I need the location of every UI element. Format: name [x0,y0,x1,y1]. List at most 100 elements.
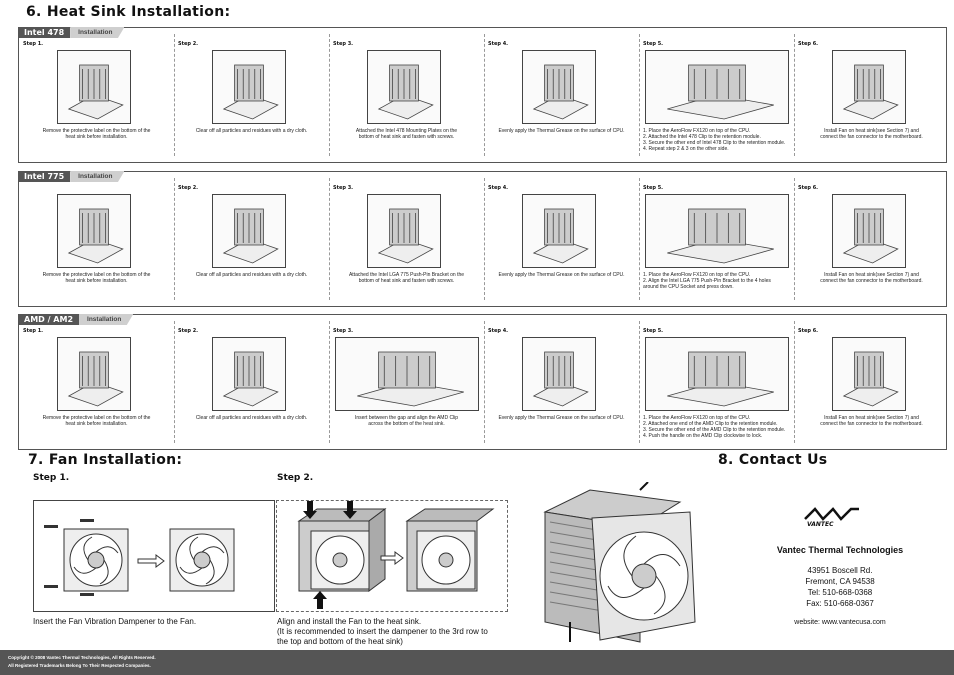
step-column: Step 4.Evenly apply the Thermal Grease o… [484,28,639,162]
step-caption: Evenly apply the Thermal Grease on the s… [498,415,625,421]
step-divider [484,34,485,156]
step-label: Step 6. [798,41,819,47]
step-divider [639,178,640,300]
copyright: Copyright © 2008 Vantec Thermal Technolo… [8,655,156,660]
step-label: Step 1. [23,328,44,334]
step-caption: 1. Place the AeroFlow FX120 on top of th… [643,128,786,152]
step-divider [794,34,795,156]
step-caption: Insert between the gap and align the AMD… [354,415,459,427]
address-line-1: 43951 Boscell Rd. [807,566,873,575]
step-caption: 1. Place the AeroFlow FX120 on top of th… [643,415,786,439]
company-name: Vantec Thermal Technologies [776,545,904,555]
step-illustration [212,194,286,268]
platform-name: AMD / AM2 [18,314,80,325]
step-column: Step 2. Clear off all particles and resid… [174,28,329,162]
step-column: Step 6. Install Fan on heat sink(see Sect… [794,315,949,449]
step-label: Step 1. [23,41,44,47]
installation-tag: Installation [70,171,125,182]
step-label: Step 3. [333,185,354,191]
step-caption: Clear off all particles and residues wit… [195,415,308,421]
assembled-cooler-illustration [530,481,700,652]
step-column: Step 5.1. Place the AeroFlow FX120 on to… [639,315,794,449]
step-column: Step 2.Clear off all particles and resid… [174,315,329,449]
fan-step-2-illustration [276,500,508,612]
step-illustration [645,50,789,124]
trademark-notice: All Registered Trademarks Belong To Thei… [8,663,151,668]
fan-step-2-caption: Align and install the Fan to the heat si… [277,617,488,646]
step-caption: Clear off all particles and residues wit… [195,128,308,134]
step-label: Step 5. [643,41,664,47]
step-label: Step 3. [333,328,354,334]
step-caption: Remove the protective label on the botto… [42,272,151,284]
step-caption: Attached the Intel LGA 775 Push-Pin Brac… [348,272,465,284]
step-divider [329,34,330,156]
fan-step-1-label: Step 1. [33,473,70,483]
website[interactable]: website: www.vantecusa.com [794,619,886,626]
step-illustration [522,194,596,268]
fan-step-1-illustration [33,500,275,612]
step-illustration [57,337,131,411]
step-label: Step 4. [488,185,509,191]
step-column: Step 1. Remove the protective label on th… [19,28,174,162]
step-caption: Remove the protective label on the botto… [42,415,151,427]
footer: Copyright © 2008 Vantec Thermal Technolo… [0,650,954,675]
step-divider [639,321,640,443]
step-label: Step 2. [178,41,199,47]
step-divider [484,321,485,443]
step-illustration [832,194,906,268]
step-divider [174,178,175,300]
step-column: Step 6. Install Fan on heat sink(see Sect… [794,28,949,162]
step-column: Step 3.Attached the Intel 478 Mounting P… [329,28,484,162]
fan-step-2-label: Step 2. [277,473,314,483]
step-divider [174,321,175,443]
step-label: Step 2. [178,185,199,191]
step-divider [794,178,795,300]
step-label: Step 3. [333,41,354,47]
step-column: Step 6.Install Fan on heat sink(see Sect… [794,172,949,306]
step-illustration [367,194,441,268]
step-caption: Install Fan on heat sink(see Section 7) … [820,272,923,284]
step-caption: 1. Place the AeroFlow FX120 on top of th… [643,272,771,290]
step-caption: Remove the protective label on the botto… [42,128,151,140]
step-illustration [57,50,131,124]
step-column: Step 1. Remove the protective label on th… [19,315,174,449]
platform-name: Intel 478 [18,27,71,38]
step-column: Step 2.Clear off all particles and resid… [174,172,329,306]
step-illustration [335,337,479,411]
svg-text:VANTEC: VANTEC [807,521,834,527]
step-illustration [212,337,286,411]
step-column: Remove the protective label on the botto… [19,172,174,306]
fan-step-1-caption: Insert the Fan Vibration Dampener to the… [33,617,197,626]
step-caption: Evenly apply the Thermal Grease on the s… [498,128,625,134]
step-caption: Install Fan on heat sink(see Section 7) … [820,128,923,140]
step-illustration [645,337,789,411]
step-column: Step 5. 1. Place the AeroFlow FX120 on to… [639,172,794,306]
address-line-2: Fremont, CA 94538 [805,577,875,586]
step-column: Step 4. Evenly apply the Thermal Grease o… [484,315,639,449]
vantec-logo: VANTEC [803,505,863,528]
step-label: Step 6. [798,328,819,334]
phone: Tel: 510-668-0368 [807,588,873,597]
step-column: Step 3. Attached the Intel LGA 775 Push-P… [329,172,484,306]
step-divider [484,178,485,300]
step-column: Step 4.Evenly apply the Thermal Grease o… [484,172,639,306]
step-illustration [645,194,789,268]
step-divider [174,34,175,156]
step-illustration [522,337,596,411]
step-illustration [212,50,286,124]
step-caption: Install Fan on heat sink(see Section 7) … [820,415,923,427]
step-illustration [832,337,906,411]
step-label: Step 5. [643,185,664,191]
section-8-title: 8. Contact Us [718,452,828,468]
step-column: Step 3. Insert between the gap and align … [329,315,484,449]
step-column: Step 5. 1. Place the AeroFlow FX120 on to… [639,28,794,162]
step-divider [794,321,795,443]
step-label: Step 4. [488,328,509,334]
section-7-title: 7. Fan Installation: [28,452,183,468]
step-illustration [57,194,131,268]
